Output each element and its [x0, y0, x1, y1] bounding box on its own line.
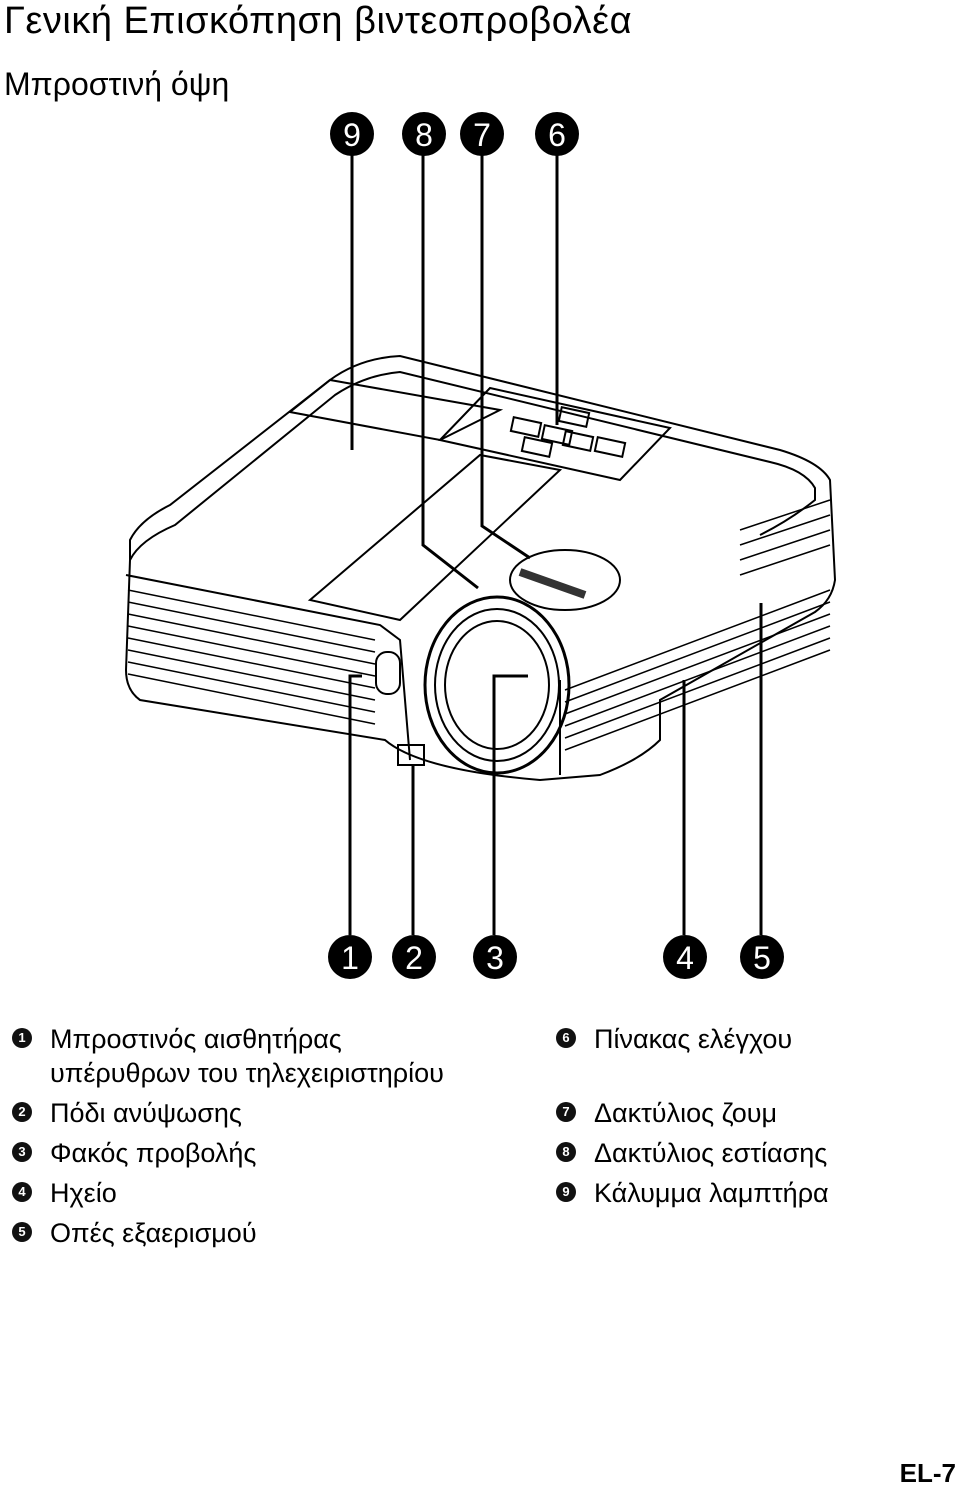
legend-text-3: Φακός προβολής — [50, 1138, 257, 1168]
bullet-1: 1 — [12, 1027, 32, 1048]
bullet-8: 8 — [556, 1141, 576, 1162]
legend-text-5: Οπές εξαερισμού — [50, 1218, 257, 1248]
legend-text-9: Κάλυμμα λαμπτήρα — [594, 1178, 829, 1208]
callout-5: 5 — [740, 935, 784, 979]
bullet-6: 6 — [556, 1027, 576, 1048]
callout-4: 4 — [663, 935, 707, 979]
callout-2: 2 — [392, 935, 436, 979]
callout-7: 7 — [460, 112, 504, 156]
legend-text-7: Δακτύλιος ζουμ — [594, 1098, 778, 1128]
legend-text-6: Πίνακας ελέγχου — [594, 1024, 793, 1054]
legend-item-3: 3 Φακός προβολής — [12, 1136, 256, 1170]
callout-1-label: 1 — [341, 940, 359, 976]
callout-3-label: 3 — [486, 940, 504, 976]
legend-item-5: 5 Οπές εξαερισμού — [12, 1216, 257, 1250]
callout-8-label: 8 — [415, 117, 433, 153]
bullet-3: 3 — [12, 1141, 32, 1162]
callout-9-label: 9 — [343, 117, 361, 153]
callout-3: 3 — [473, 935, 517, 979]
callout-9: 9 — [330, 112, 374, 156]
legend-item-9: 9 Κάλυμμα λαμπτήρα — [556, 1176, 829, 1210]
legend-text-4: Ηχείο — [50, 1178, 117, 1208]
bullet-7: 7 — [556, 1101, 576, 1122]
legend-item-7: 7 Δακτύλιος ζουμ — [556, 1096, 777, 1130]
callout-8: 8 — [402, 112, 446, 156]
callout-2-label: 2 — [405, 940, 423, 976]
legend-text-1: Μπροστινός αισθητήρας — [50, 1024, 342, 1054]
legend-right: 6 Πίνακας ελέγχου 7 Δακτύλιος ζουμ 8 Δακτύλ… — [556, 1022, 956, 1222]
callout-7-label: 7 — [473, 117, 491, 153]
callout-1: 1 — [328, 935, 372, 979]
legend-item-1-line2: υπέρυθρων του τηλεχειριστηρίου — [50, 1056, 444, 1090]
bullet-5: 5 — [12, 1221, 32, 1242]
legend-text-1b: υπέρυθρων του τηλεχειριστηρίου — [50, 1058, 444, 1088]
callout-5-label: 5 — [753, 940, 771, 976]
legend-item-8: 8 Δακτύλιος εστίασης — [556, 1136, 827, 1170]
legend-item-1: 1 Μπροστινός αισθητήρας — [12, 1022, 342, 1056]
page-number: EL-7 — [899, 1458, 956, 1488]
bullet-4: 4 — [12, 1181, 32, 1202]
legend-item-6: 6 Πίνακας ελέγχου — [556, 1022, 792, 1056]
page-title: Γενική Επισκόπηση βιντεοπροβολέα — [4, 0, 633, 42]
legend-item-4: 4 Ηχείο — [12, 1176, 117, 1210]
callout-6-label: 6 — [548, 117, 566, 153]
bullet-2: 2 — [12, 1101, 32, 1122]
legend-text-2: Πόδι ανύψωσης — [50, 1098, 242, 1128]
section-subtitle: Μπροστινή όψη — [4, 66, 230, 102]
projector-front-view-diagram: 9 8 7 6 1 2 3 4 5 — [124, 112, 837, 979]
legend-text-8: Δακτύλιος εστίασης — [594, 1138, 828, 1168]
callout-6: 6 — [535, 112, 579, 156]
bullet-9: 9 — [556, 1181, 576, 1202]
legend-left: 1 Μπροστινός αισθητήρας υπέρυθρων του τηλ… — [12, 1022, 512, 1262]
legend-item-2: 2 Πόδι ανύψωσης — [12, 1096, 242, 1130]
callout-4-label: 4 — [676, 940, 694, 976]
